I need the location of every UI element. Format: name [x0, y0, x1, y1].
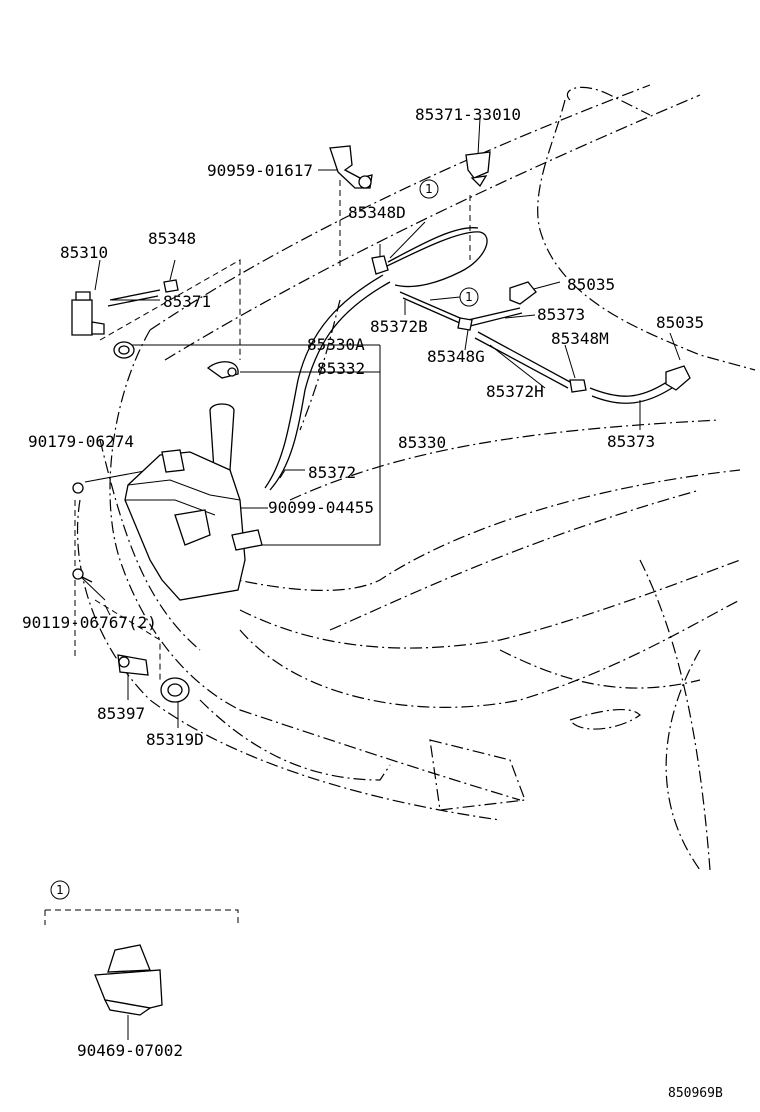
label-90179-06274: 90179-06274: [28, 432, 134, 451]
label-85035-b: 85035: [656, 313, 704, 332]
label-85348M: 85348M: [551, 329, 609, 348]
label-90469-07002: 90469-07002: [77, 1041, 183, 1060]
ref-number: 1: [56, 883, 64, 897]
label-85371-33010: 85371-33010: [415, 105, 521, 124]
part-grommet-85319D: [160, 677, 190, 703]
washer-hoses: [107, 227, 673, 491]
ref-marker-1-inset: 1: [50, 880, 70, 900]
part-sensor-85397: [117, 654, 149, 676]
part-tank-85330: [124, 403, 263, 601]
label-85372H: 85372H: [486, 382, 544, 401]
label-90099-04455: 90099-04455: [268, 498, 374, 517]
part-joint-85348M: [569, 379, 587, 393]
ref-number: 1: [465, 290, 473, 304]
label-85319D: 85319D: [146, 730, 204, 749]
leader-lines: [44, 117, 681, 1040]
label-85348: 85348: [148, 229, 196, 248]
part-grommet-85330A: [113, 341, 135, 359]
label-85348G: 85348G: [427, 347, 485, 366]
label-85035-a: 85035: [567, 275, 615, 294]
label-85330A: 85330A: [307, 335, 365, 354]
label-85348D: 85348D: [348, 203, 406, 222]
part-clip-90959-01617: [329, 145, 373, 189]
label-90959-01617: 90959-01617: [207, 161, 313, 180]
part-clip-90469-07002: [94, 944, 163, 1016]
label-90119-06767: 90119-06767(2): [22, 613, 157, 632]
part-bolt-90179-06274: [72, 482, 84, 494]
label-85372: 85372: [308, 463, 356, 482]
label-85397: 85397: [97, 704, 145, 723]
label-85373-a: 85373: [537, 305, 585, 324]
part-nozzle-85035-a: [509, 281, 537, 305]
part-pump-85310: [71, 291, 105, 336]
ref-marker-1-top: 1: [419, 179, 439, 199]
part-joint-85348G: [457, 317, 473, 331]
label-85332: 85332: [317, 359, 365, 378]
label-85371: 85371: [163, 292, 211, 311]
part-cap-85332: [206, 361, 239, 379]
part-joint-85348: [163, 279, 179, 293]
ref-marker-1-mid: 1: [429, 287, 479, 307]
label-85310: 85310: [60, 243, 108, 262]
part-labels: 85371-33010 90959-01617 85348D 85310 853…: [22, 105, 723, 1101]
part-clip-85371-33010: [465, 151, 491, 188]
part-joint-85348D: [371, 244, 389, 275]
label-85373-b: 85373: [607, 432, 655, 451]
part-bolt-90119-06767: [72, 568, 93, 583]
ref-number: 1: [425, 182, 433, 196]
label-85330: 85330: [398, 433, 446, 452]
part-nozzle-85035-b: [665, 365, 691, 391]
label-85372B: 85372B: [370, 317, 428, 336]
figure-code: 850969B: [668, 1086, 723, 1101]
